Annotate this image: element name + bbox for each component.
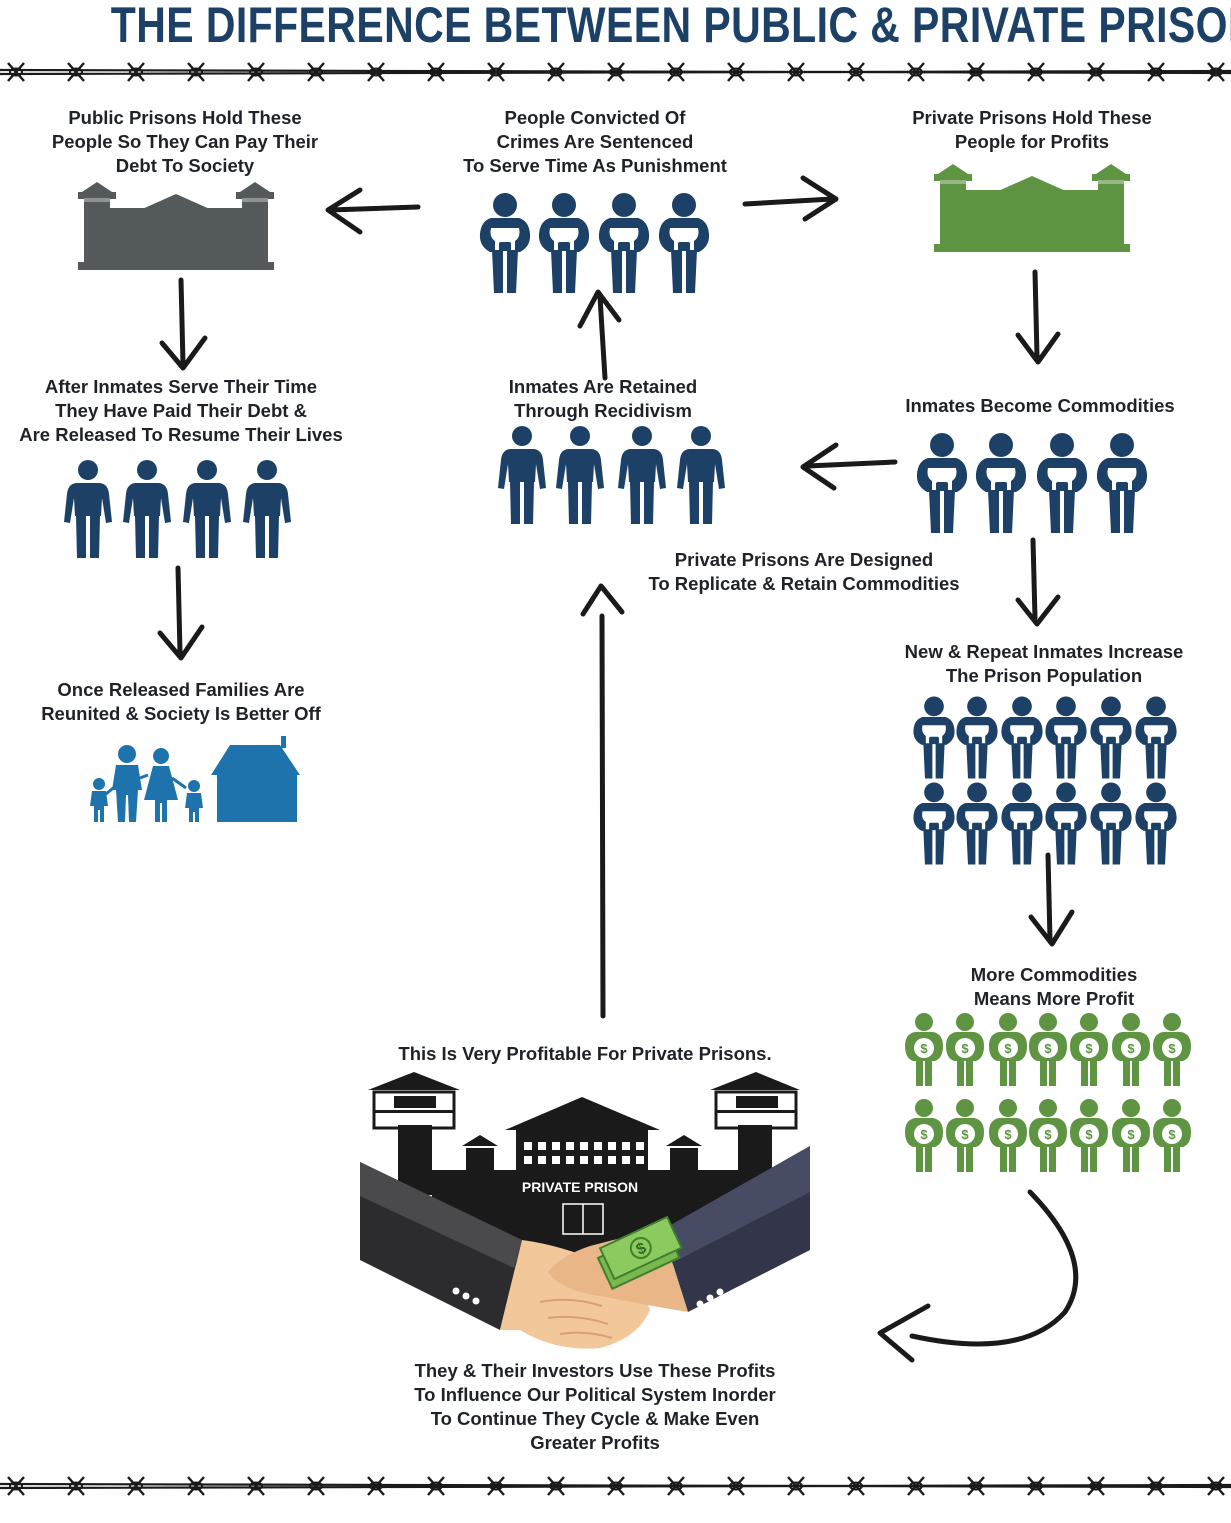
arrow-served-down <box>157 565 205 661</box>
arrow-population-down <box>1028 852 1075 947</box>
flow-arrows <box>157 175 1079 1363</box>
population-inmates <box>913 696 1177 865</box>
label-designed: Private Prisons Are Designed To Replicat… <box>648 549 960 594</box>
arrow-commodities-down <box>1015 537 1061 627</box>
label-influence: They & Their Investors Use These Profits… <box>414 1360 776 1453</box>
label-profitable: This Is Very Profitable For Private Pris… <box>398 1043 772 1064</box>
arrow-commodities-left <box>800 442 898 491</box>
private-prison-sign: PRIVATE PRISON <box>522 1179 638 1195</box>
arrow-to-private <box>742 175 839 222</box>
inmate-icon <box>913 696 955 779</box>
inmate-icon <box>1135 782 1177 865</box>
money-inmate-icon <box>905 1013 943 1086</box>
inmate-icon <box>1001 696 1043 779</box>
money-inmate-icon <box>989 1099 1027 1172</box>
inmate-icon <box>1045 782 1087 865</box>
inmate-icon <box>1045 696 1087 779</box>
money-inmate-icon <box>1029 1013 1067 1086</box>
money-inmate-icon <box>905 1099 943 1172</box>
money-inmate-icon <box>946 1099 984 1172</box>
label-public-hold: Public Prisons Hold These People So They… <box>51 107 319 176</box>
retained-people <box>498 426 725 524</box>
handshake-prison-illustration: PRIVATE PRISON $ <box>360 1072 810 1349</box>
money-inmate-icon <box>1112 1099 1150 1172</box>
arrow-cycle-up <box>580 583 625 1019</box>
label-retained: Inmates Are Retained Through Recidivism <box>508 376 698 421</box>
inmate-icon <box>1090 782 1132 865</box>
money-inmate-icon <box>1112 1013 1150 1086</box>
barbed-wire-bottom <box>0 1476 1231 1496</box>
money-inmate-icon <box>1070 1099 1108 1172</box>
money-inmate-icon <box>1153 1013 1191 1086</box>
barbed-wire-top <box>0 62 1231 82</box>
public-prison-icon <box>78 182 274 270</box>
label-released-families: Once Released Families Are Reunited & So… <box>41 679 321 724</box>
house-icon <box>211 736 300 822</box>
money-inmate-icon <box>1153 1099 1191 1172</box>
arrow-profit-loop <box>877 1189 1079 1363</box>
label-more-profit: More Commodities Means More Profit <box>970 964 1138 1009</box>
money-inmates <box>905 1013 1191 1172</box>
inmate-icon <box>913 782 955 865</box>
commodity-inmates <box>916 433 1148 533</box>
arrow-private-down <box>1015 269 1061 365</box>
money-inmate-icon <box>946 1013 984 1086</box>
label-commodities: Inmates Become Commodities <box>905 395 1175 416</box>
label-population: New & Repeat Inmates Increase The Prison… <box>904 641 1184 686</box>
page-title: THE DIFFERENCE BETWEEN PUBLIC & PRIVATE … <box>110 0 1231 53</box>
arrow-public-down <box>159 277 208 371</box>
released-people <box>64 460 291 558</box>
label-served-time: After Inmates Serve Their Time They Have… <box>19 376 343 445</box>
inmate-icon <box>1001 782 1043 865</box>
label-private-hold: Private Prisons Hold These People for Pr… <box>912 107 1152 152</box>
money-inmate-icon <box>1070 1013 1108 1086</box>
inmate-icon <box>1090 696 1132 779</box>
arrow-retained-up <box>577 289 622 381</box>
family-icon <box>90 745 203 822</box>
inmate-icon <box>1135 696 1177 779</box>
label-convicted: People Convicted Of Crimes Are Sentenced… <box>463 107 727 176</box>
convicted-inmates <box>479 193 710 293</box>
arrow-to-public <box>325 187 421 235</box>
inmate-icon <box>956 782 998 865</box>
private-prison-icon <box>934 164 1130 252</box>
money-inmate-icon <box>1029 1099 1067 1172</box>
inmate-icon <box>956 696 998 779</box>
money-inmate-icon <box>989 1013 1027 1086</box>
